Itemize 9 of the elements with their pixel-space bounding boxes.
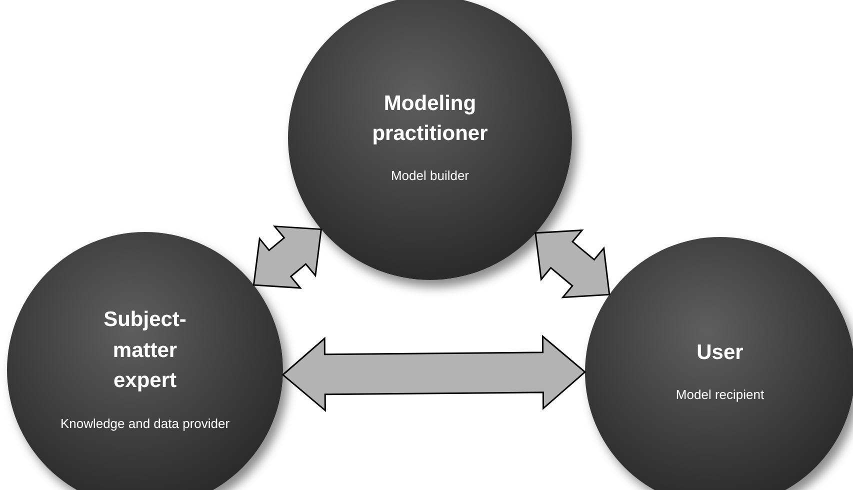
role-title: Modeling practitioner [371, 90, 489, 147]
role-description: Model builder [390, 167, 470, 186]
role-title: User [696, 340, 744, 366]
role-description: Model recipient [674, 386, 766, 404]
block-arrow [534, 229, 610, 298]
block-arrow [252, 225, 322, 289]
role-title: Subject-matter expert [102, 307, 188, 394]
role-description: Knowledge and data provider [60, 414, 230, 433]
block-arrow [282, 334, 586, 412]
